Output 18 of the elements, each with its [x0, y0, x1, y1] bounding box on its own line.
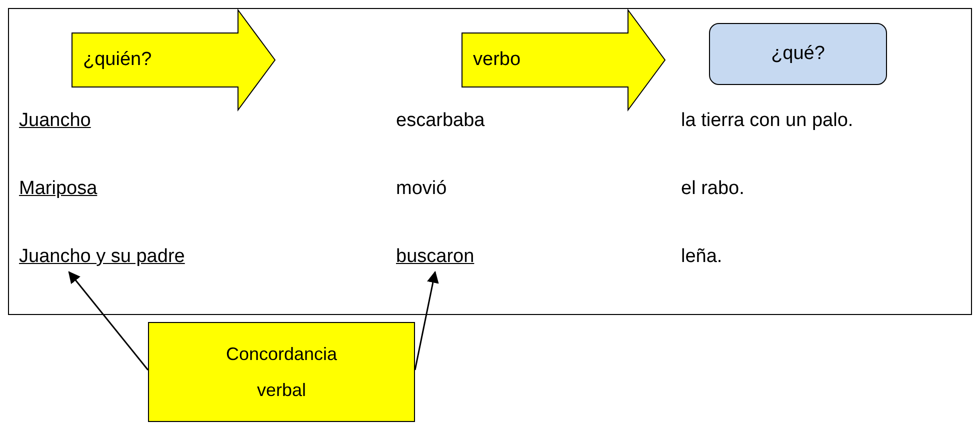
sentence-part: leña.: [681, 245, 722, 269]
box-label: ¿quién?: [83, 48, 152, 72]
rounded-box: [709, 23, 887, 85]
sentence-part: Juancho y su padre: [19, 243, 185, 271]
sentence-part: Mariposa: [19, 177, 98, 201]
sentence-part: el rabo.: [681, 177, 744, 201]
arrow: [68, 271, 149, 370]
sentence-part: movió: [396, 177, 447, 201]
sentence-part: la tierra con un palo.: [681, 109, 854, 133]
table-frame: [8, 8, 972, 315]
arrow: [414, 270, 439, 370]
note-box: [148, 322, 415, 422]
sentence-part: buscaron: [396, 243, 474, 271]
box-label: ¿qué?: [771, 42, 825, 66]
box-label: verbo: [473, 48, 521, 72]
box-label: Concordancia verbal: [224, 343, 338, 402]
sentence-part: escarbaba: [396, 109, 485, 133]
sentence-part: Juancho: [19, 109, 91, 133]
